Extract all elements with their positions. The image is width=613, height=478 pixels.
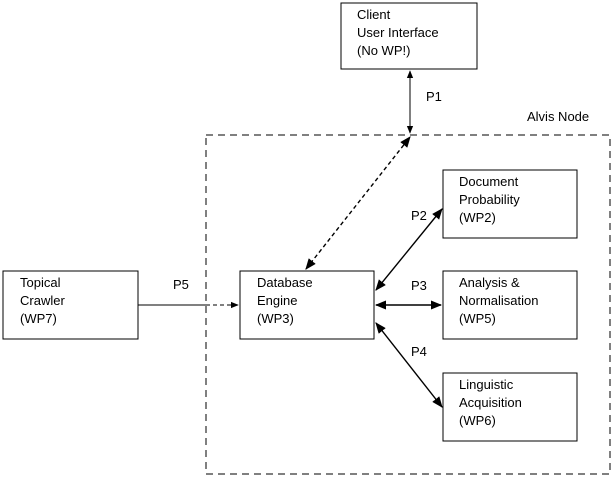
document-probability-line-3: (WP2) bbox=[459, 210, 496, 225]
p2-connector bbox=[375, 208, 443, 291]
document-probability-line-2: Probability bbox=[459, 192, 520, 207]
database-engine-line-3: (WP3) bbox=[257, 311, 294, 326]
client-ui-line-2: User Interface bbox=[357, 25, 439, 40]
linguistic-acquisition-line-1: Linguistic bbox=[459, 377, 514, 392]
analysis-normalisation-line-1: Analysis & bbox=[459, 275, 520, 290]
topical-crawler-line-1: Topical bbox=[20, 275, 61, 290]
database-engine-line-2: Engine bbox=[257, 293, 297, 308]
p2-label: P2 bbox=[411, 208, 427, 223]
linguistic-acquisition-line-2: Acquisition bbox=[459, 395, 522, 410]
database-engine-box: Database Engine (WP3) bbox=[239, 270, 375, 340]
analysis-normalisation-box: Analysis & Normalisation (WP5) bbox=[442, 270, 578, 340]
topical-crawler-box: Topical Crawler (WP7) bbox=[2, 270, 139, 340]
document-probability-box: Document Probability (WP2) bbox=[442, 169, 578, 239]
analysis-normalisation-line-2: Normalisation bbox=[459, 293, 538, 308]
p1-label: P1 bbox=[426, 89, 442, 104]
linguistic-acquisition-box: Linguistic Acquisition (WP6) bbox=[442, 372, 578, 442]
database-client-dashed-connector bbox=[305, 136, 411, 270]
linguistic-acquisition-line-3: (WP6) bbox=[459, 413, 496, 428]
client-ui-line-3: (No WP!) bbox=[357, 43, 410, 58]
database-engine-line-1: Database bbox=[257, 275, 313, 290]
client-ui-box: Client User Interface (No WP!) bbox=[340, 2, 478, 70]
topical-crawler-line-2: Crawler bbox=[20, 293, 65, 308]
topical-crawler-line-3: (WP7) bbox=[20, 311, 57, 326]
analysis-normalisation-line-3: (WP5) bbox=[459, 311, 496, 326]
document-probability-line-1: Document bbox=[459, 174, 519, 189]
alvis-node-label: Alvis Node bbox=[527, 109, 589, 124]
p3-label: P3 bbox=[411, 278, 427, 293]
client-ui-line-1: Client bbox=[357, 7, 391, 22]
p4-connector bbox=[375, 322, 443, 408]
p4-label: P4 bbox=[411, 344, 427, 359]
p5-label: P5 bbox=[173, 277, 189, 292]
